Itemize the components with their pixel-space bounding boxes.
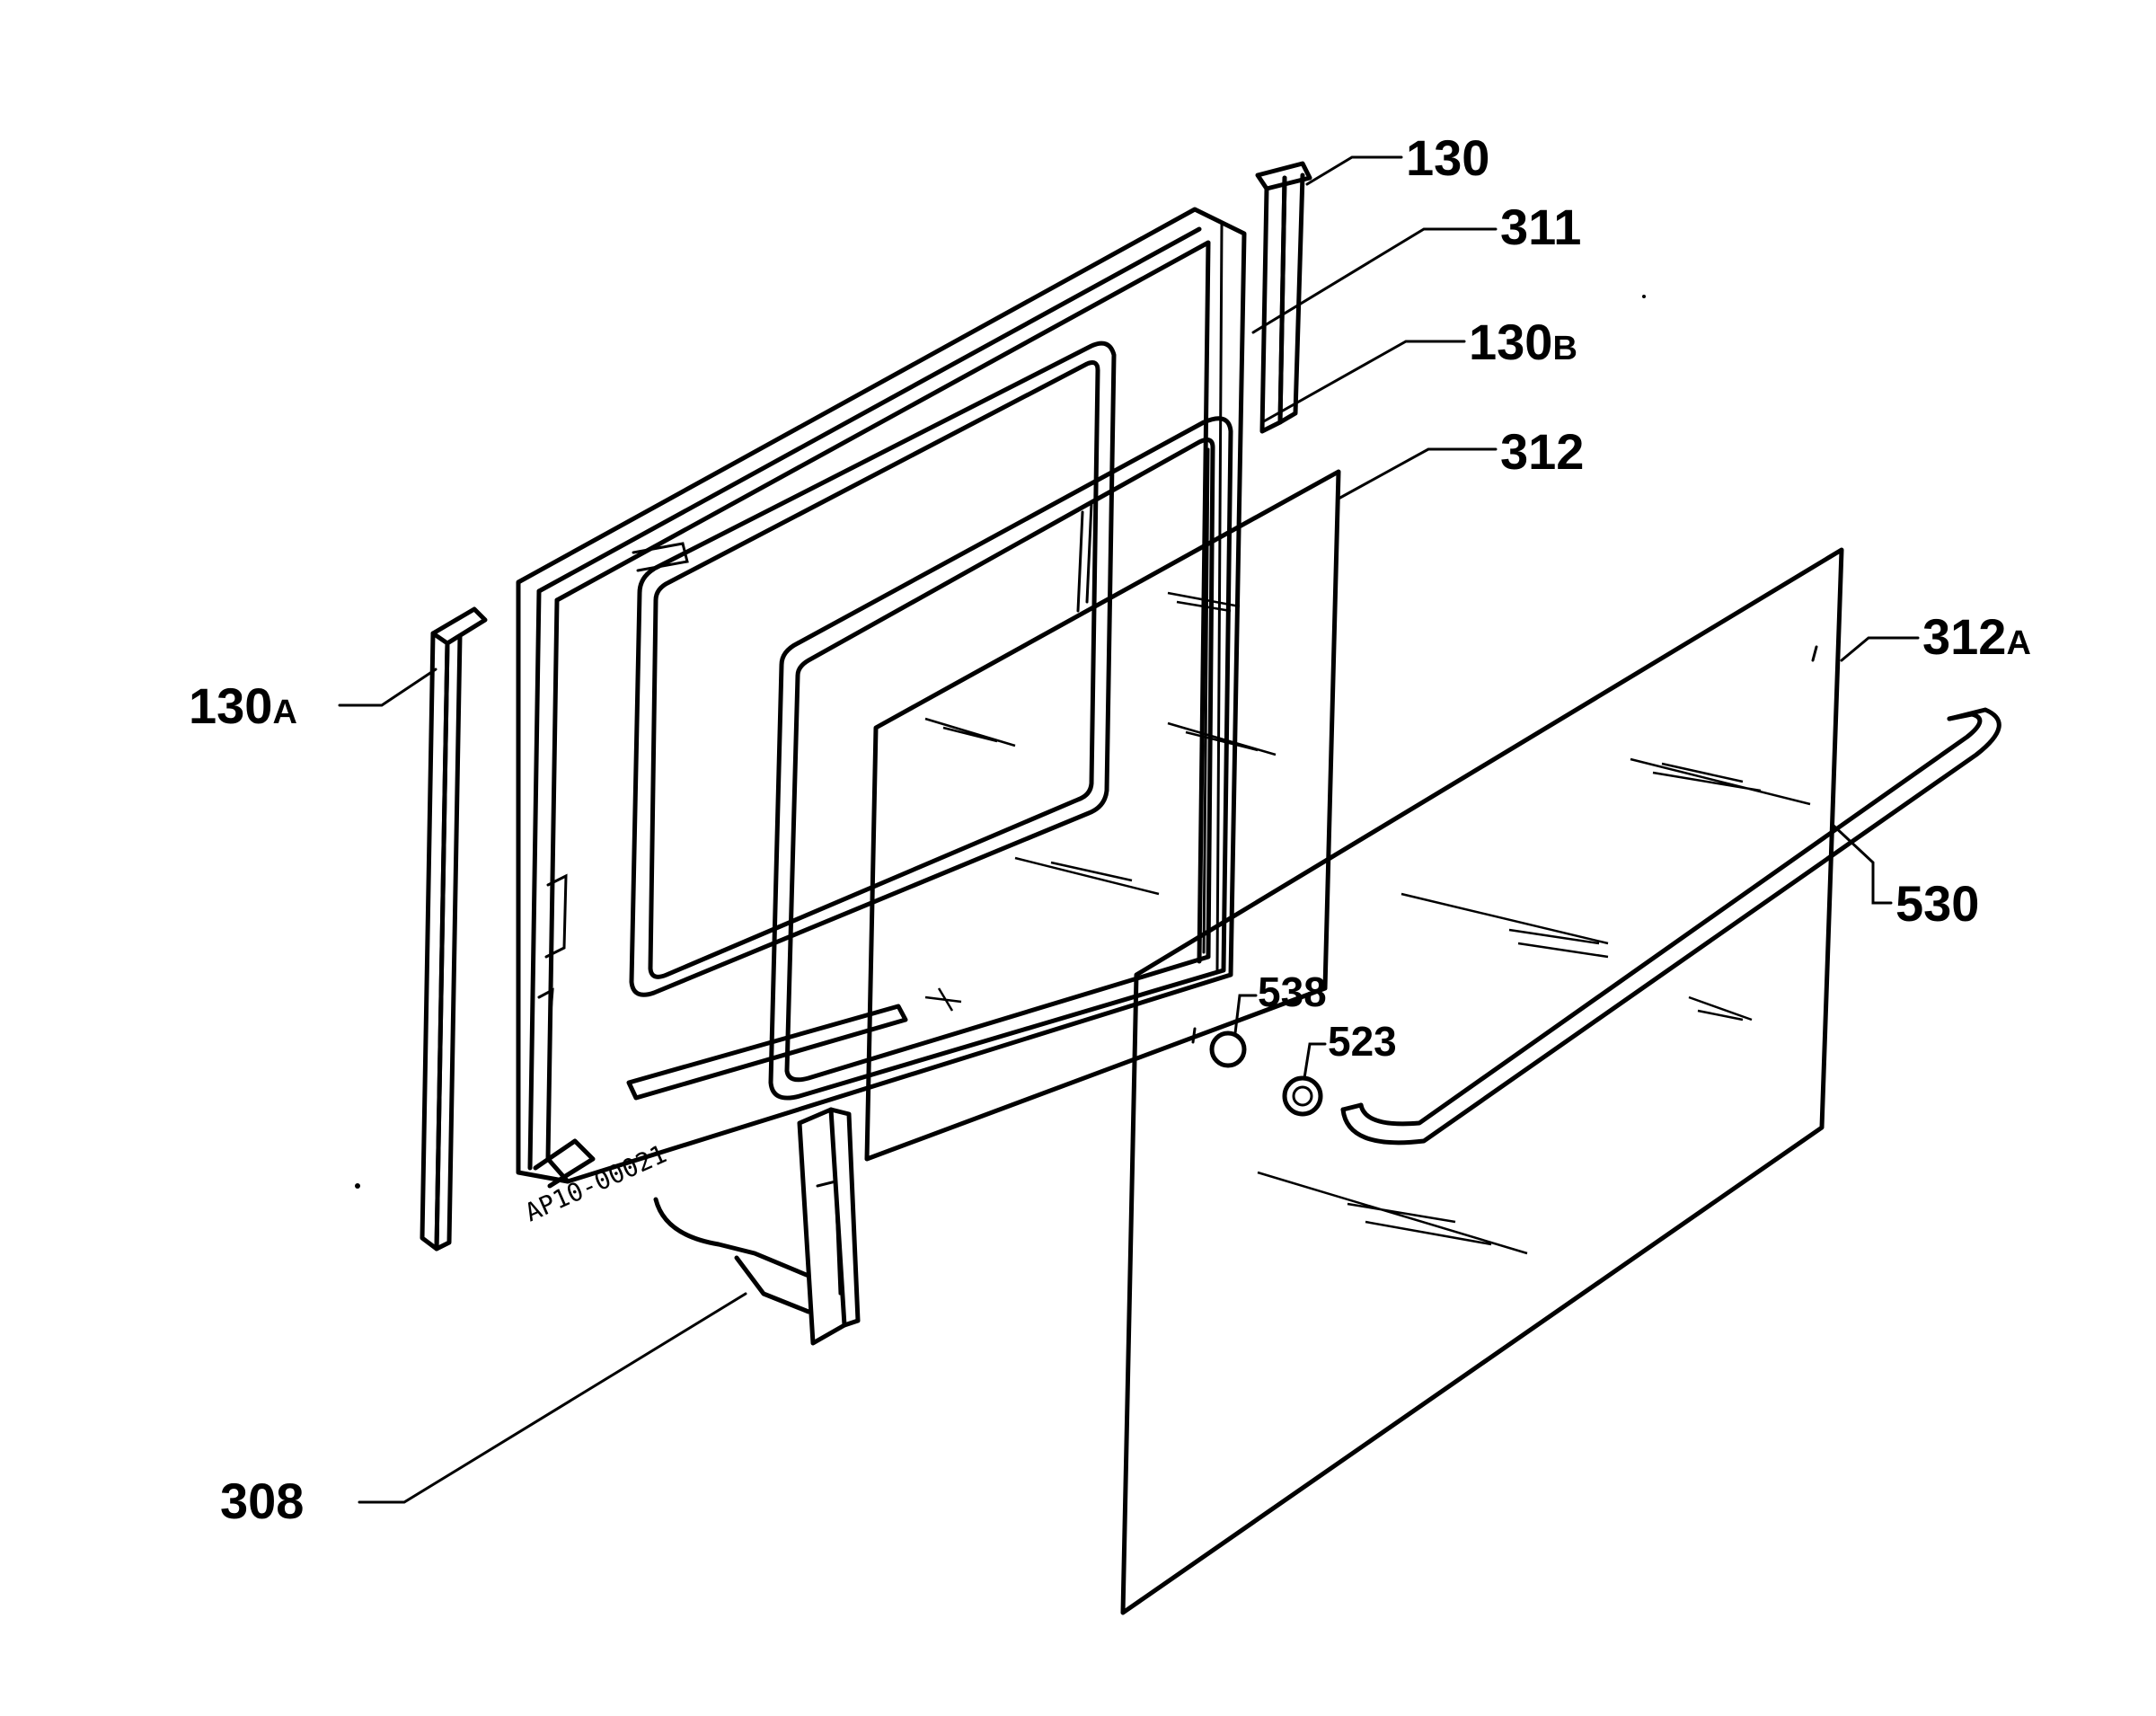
callout-312: 312 bbox=[1500, 423, 1584, 480]
callout-312a: 312A bbox=[1922, 608, 2031, 665]
callout-130a: 130A bbox=[189, 677, 297, 734]
inner-gasket-130b bbox=[768, 416, 1233, 1101]
inner-seal-311 bbox=[629, 341, 1117, 997]
inner-glass-312 bbox=[864, 469, 1341, 1162]
callout-130b: 130B bbox=[1469, 314, 1577, 370]
trim-strip-130a bbox=[420, 606, 488, 1252]
handle-530 bbox=[1340, 707, 2001, 1145]
leader-lines bbox=[338, 155, 1920, 1504]
callout-530: 530 bbox=[1895, 875, 1979, 932]
hinge-assembly-308 bbox=[653, 1107, 861, 1346]
trim-strip-130 bbox=[1255, 161, 1312, 434]
outer-door-frame bbox=[516, 207, 1247, 1189]
callout-523: 523 bbox=[1328, 1018, 1397, 1065]
scan-specks bbox=[355, 295, 1646, 1189]
outer-glass-312a bbox=[1120, 547, 1844, 1615]
knob-538 bbox=[1191, 1027, 1247, 1068]
drawing-code: AP10-00021 bbox=[520, 1139, 670, 1228]
callout-130: 130 bbox=[1406, 129, 1489, 186]
callout-311: 311 bbox=[1500, 199, 1581, 255]
knob-523 bbox=[1282, 1075, 1323, 1117]
callout-308: 308 bbox=[220, 1473, 304, 1529]
callout-538: 538 bbox=[1258, 969, 1327, 1015]
